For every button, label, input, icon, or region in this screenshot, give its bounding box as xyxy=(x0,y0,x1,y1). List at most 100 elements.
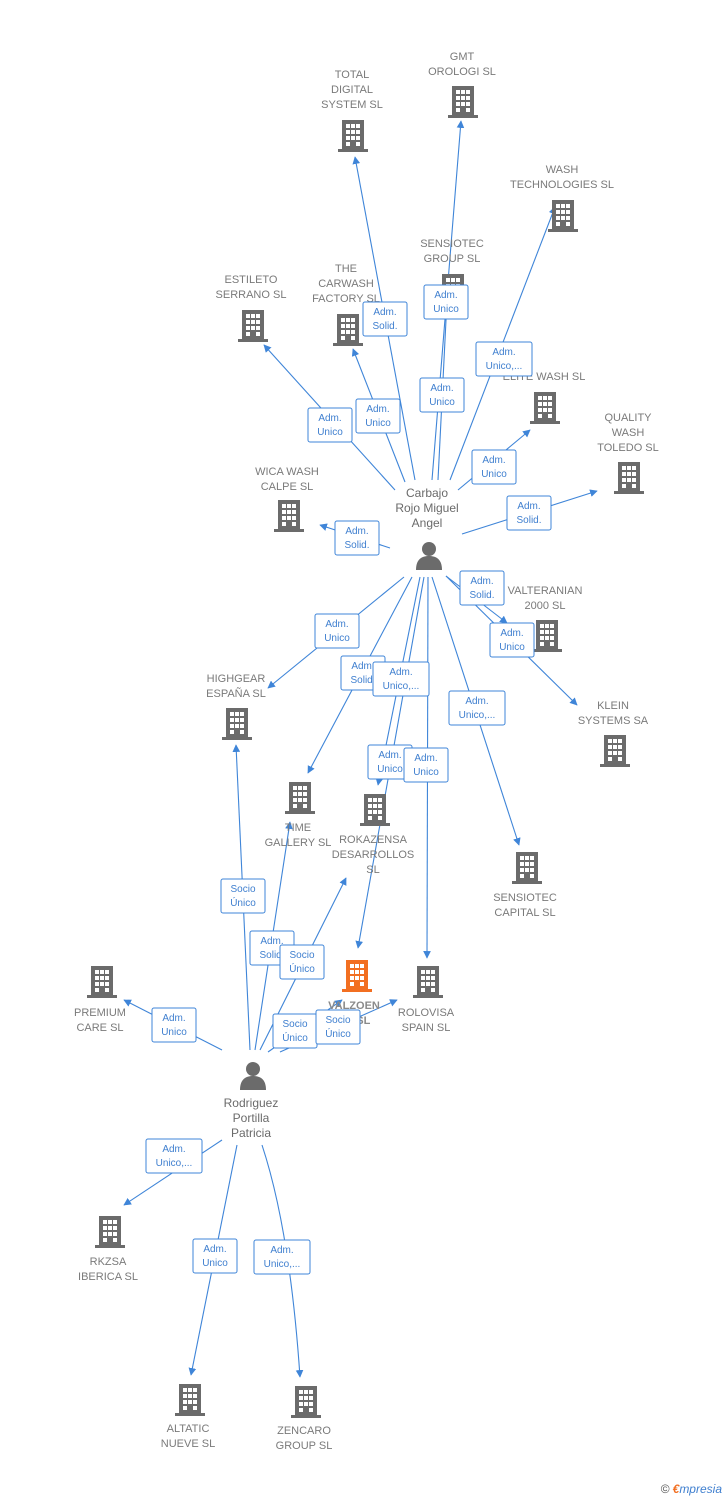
svg-text:Adm.Solid.: Adm.Solid. xyxy=(469,576,494,601)
svg-text:Adm.Unico: Adm.Unico xyxy=(481,455,507,480)
role-box[interactable]: Adm.Solid. xyxy=(362,301,408,337)
role-box[interactable]: Adm.Unico,... xyxy=(145,1138,203,1174)
svg-text:Adm.Unico: Adm.Unico xyxy=(413,753,439,778)
role-box[interactable]: Adm.Unico xyxy=(471,449,517,485)
copyright-icon: © xyxy=(660,1482,670,1496)
role-box[interactable]: Adm.Solid. xyxy=(334,520,380,556)
role-labels: Adm.Solid. Adm.Unico Adm.Unico Adm.Unico… xyxy=(145,284,552,1275)
svg-text:Adm.Solid.: Adm.Solid. xyxy=(259,936,284,961)
svg-text:Adm.Unico: Adm.Unico xyxy=(365,404,391,429)
brand-logo: ©€mpresia xyxy=(660,1482,722,1496)
role-box[interactable]: Adm.Unico,... xyxy=(253,1239,311,1275)
svg-text:Adm.Unico: Adm.Unico xyxy=(324,619,350,644)
svg-text:Adm.Unico,...: Adm.Unico,... xyxy=(156,1144,193,1169)
svg-text:Adm.Unico: Adm.Unico xyxy=(317,413,343,438)
role-box[interactable]: Adm.Unico xyxy=(423,284,469,320)
person-icon xyxy=(240,1062,266,1090)
role-box[interactable]: Adm.Unico xyxy=(307,407,353,443)
svg-text:Adm.Unico: Adm.Unico xyxy=(433,290,459,315)
svg-text:Adm.Unico,...: Adm.Unico,... xyxy=(486,347,523,372)
role-box[interactable]: Adm.Unico,... xyxy=(475,341,533,377)
role-box[interactable]: Adm.Unico xyxy=(151,1007,197,1043)
svg-text:Adm.Unico,...: Adm.Unico,... xyxy=(264,1245,301,1270)
role-box[interactable]: Adm.Solid. xyxy=(459,570,505,606)
role-box[interactable]: Adm.Unico xyxy=(355,398,401,434)
role-box[interactable]: Adm.Unico xyxy=(314,613,360,649)
svg-text:Adm.Solid.: Adm.Solid. xyxy=(350,661,375,686)
svg-text:Adm.Unico: Adm.Unico xyxy=(499,628,525,653)
svg-text:Adm.Solid.: Adm.Solid. xyxy=(344,526,369,551)
svg-text:Adm.Unico: Adm.Unico xyxy=(377,750,403,775)
role-box[interactable]: Adm.Unico xyxy=(403,747,449,783)
person-icon xyxy=(416,542,442,570)
svg-text:Adm.Unico,...: Adm.Unico,... xyxy=(459,696,496,721)
role-box[interactable]: Adm.Unico xyxy=(367,744,413,780)
svg-text:Adm.Unico: Adm.Unico xyxy=(202,1244,228,1269)
company-elite-wash[interactable]: ELITE WASH SL xyxy=(503,371,586,424)
role-box[interactable]: Adm.Unico xyxy=(192,1238,238,1274)
role-box[interactable]: Adm.Unico,... xyxy=(372,661,430,697)
svg-text:Adm.Unico: Adm.Unico xyxy=(161,1013,187,1038)
svg-text:Adm.Solid.: Adm.Solid. xyxy=(372,307,397,332)
role-box[interactable]: Adm.Unico xyxy=(419,377,465,413)
svg-text:Adm.Solid.: Adm.Solid. xyxy=(516,501,541,526)
role-box[interactable]: Adm.Unico,... xyxy=(448,690,506,726)
edges xyxy=(123,120,598,1378)
role-box[interactable]: Adm.Unico xyxy=(489,622,535,658)
svg-text:Adm.Unico: Adm.Unico xyxy=(429,383,455,408)
role-box[interactable]: Adm.Solid. xyxy=(506,495,552,531)
